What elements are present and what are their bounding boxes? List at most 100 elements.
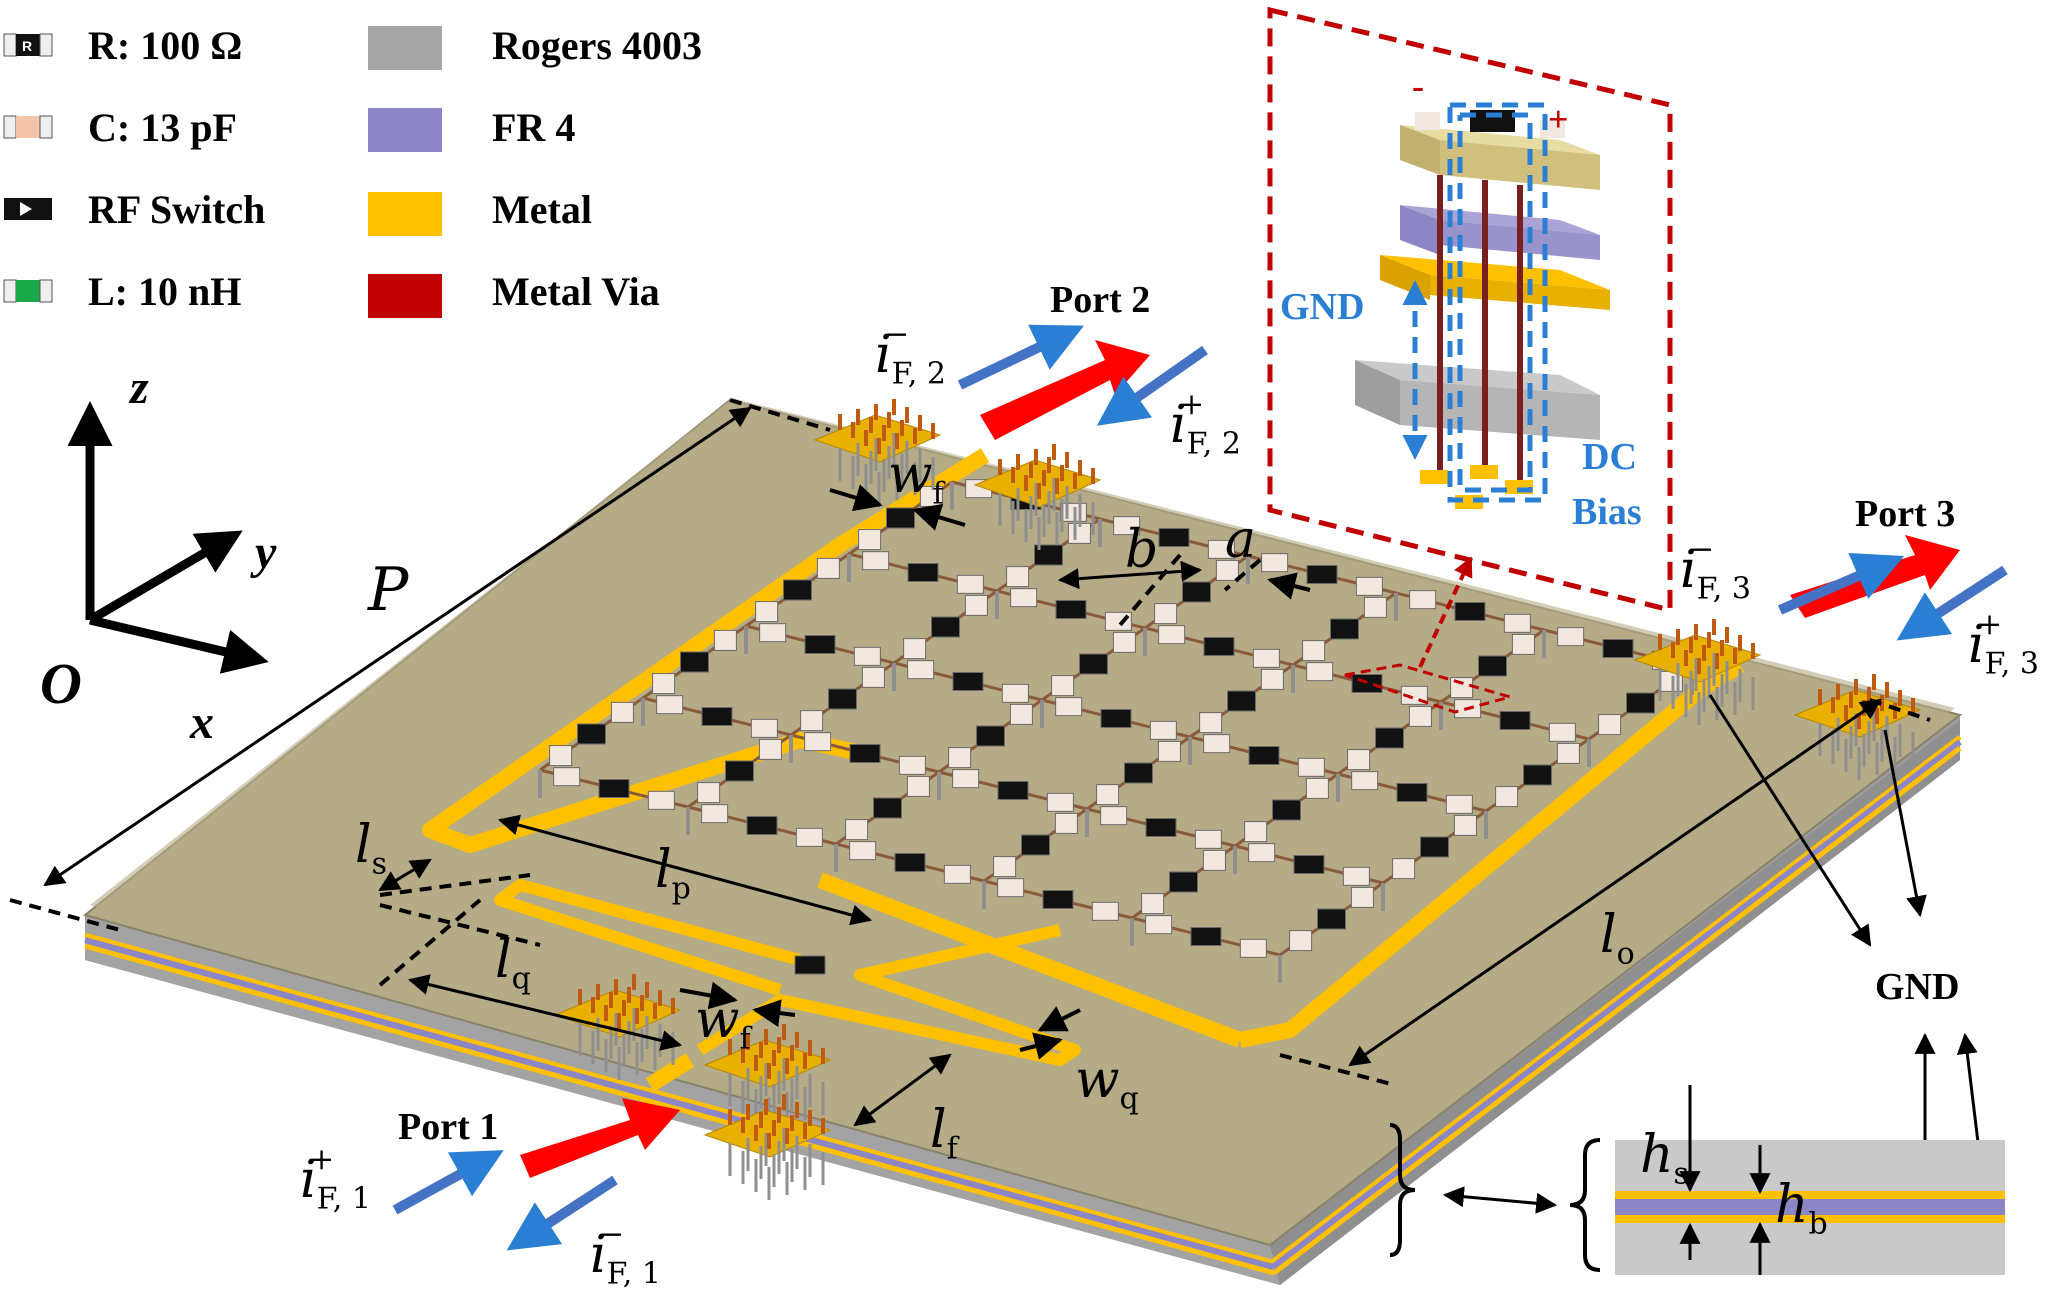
rf-switch-chip: [1317, 908, 1346, 930]
inductor-icon: [3, 279, 53, 303]
capacitor-chip: [1556, 742, 1580, 764]
dim-lp-label: lp: [655, 840, 691, 907]
capacitor-chip: [701, 804, 729, 824]
dim-lo-label: lo: [1600, 905, 1635, 972]
rf-switch-chip: [1055, 600, 1087, 619]
capacitor-chip: [1207, 539, 1235, 559]
rf-switch-chip: [976, 725, 1005, 747]
rf-switch-chip: [907, 563, 939, 582]
capacitor-chip: [804, 732, 832, 752]
capacitor-chip: [849, 841, 877, 861]
rf-switch-chip: [1190, 927, 1222, 946]
legend-label-rogers: Rogers 4003: [492, 23, 702, 68]
rf-switch-chip: [1478, 655, 1507, 677]
inset-bias-label: Bias: [1572, 491, 1642, 533]
rf-switch-chip: [997, 781, 1029, 800]
rf-switch-chip: [577, 723, 606, 745]
port-3-label: Port 3: [1855, 493, 1956, 535]
dim-ls-label: ls: [355, 815, 388, 882]
capacitor-chip: [1104, 611, 1132, 631]
highlight-box: [1344, 663, 1516, 714]
capacitor-chip: [1363, 596, 1387, 618]
capacitor-chip: [1347, 749, 1371, 771]
capacitor-chip: [1260, 668, 1284, 690]
rf-switch-chip: [1330, 618, 1359, 640]
pad-port1-right: [703, 1024, 832, 1130]
rf-switch-chip: [1100, 709, 1132, 728]
capacitor-chip: [1010, 588, 1038, 608]
capacitor-chip: [1392, 858, 1416, 880]
highlight-pointer: [1418, 556, 1473, 668]
capacitor-chip: [1006, 566, 1030, 588]
dim-P-label: P: [368, 555, 409, 625]
capacitor-chip: [1055, 697, 1083, 717]
rf-switch-chip: [1602, 639, 1634, 658]
capacitor-chip: [997, 878, 1025, 898]
capacitor-chip: [1202, 849, 1226, 871]
capacitor-chip: [1203, 734, 1231, 754]
dim-hb-label: hb: [1775, 1175, 1828, 1242]
capacitor-chip: [1511, 633, 1535, 655]
rf-switch-chip: [1293, 855, 1325, 874]
rf-switch-chip: [1420, 836, 1449, 858]
capacitor-chip: [1297, 757, 1325, 777]
rf-switch-chip: [1182, 581, 1211, 603]
rf-switch-chip: [828, 688, 857, 710]
rf-switch-chip: [1021, 834, 1050, 856]
capacitor-chip: [1289, 930, 1313, 952]
current-port2-minus: iF, 2−: [875, 316, 946, 392]
capacitor-chip: [1096, 784, 1120, 806]
capacitor-chip: [1154, 603, 1178, 625]
capacitor-chip: [956, 574, 984, 594]
capacitor-chip: [861, 666, 885, 688]
current-port1-plus: iF, 1+: [300, 1141, 371, 1217]
axis-x-label: x: [190, 696, 214, 749]
capacitor-chip: [1248, 843, 1276, 863]
capacitor-chip: [1302, 640, 1326, 662]
rf-switch-chip: [931, 616, 960, 638]
capacitor-chip: [964, 594, 988, 616]
inset-dc-label: DC: [1582, 436, 1637, 478]
rf-switch-chip: [849, 744, 881, 763]
legend-label-fr4: FR 4: [492, 105, 576, 150]
legend-label-metal: Metal: [492, 187, 592, 232]
rf-switch-chip: [680, 651, 709, 673]
axis-z-label: z: [130, 361, 149, 414]
capacitor-chip: [1059, 502, 1087, 522]
capacitor-chip: [1453, 814, 1477, 836]
capacitor-chip: [907, 660, 935, 680]
current-arrows: [392, 324, 2008, 1251]
capacitor-chip: [898, 755, 926, 775]
capacitor-chip: [549, 745, 573, 767]
capacitor-chip: [1548, 722, 1576, 742]
inset-plus-label: +: [1548, 99, 1569, 139]
capacitor-chip: [1409, 590, 1437, 610]
rf-switch-chip: [952, 672, 984, 691]
rf-switch-chip: [1626, 692, 1655, 714]
rf-switch-chip: [894, 853, 926, 872]
inset-frame: [1267, 6, 1673, 614]
capacitor-chip: [1046, 792, 1074, 812]
dim-a-label: a: [1225, 510, 1257, 570]
port-2-label: Port 2: [1050, 279, 1151, 321]
rf-switch-chip: [873, 797, 902, 819]
capacitor-chip: [759, 623, 787, 643]
capacitor-chip: [1215, 559, 1239, 581]
dim-lf-label: lf: [930, 1100, 958, 1167]
capacitor-chip: [816, 557, 840, 579]
capacitor-chip: [948, 747, 972, 769]
capacitor-chip: [1113, 516, 1141, 536]
capacitor-chip: [1091, 901, 1119, 921]
rf-switch-chip: [1169, 871, 1198, 893]
rf-switch-chip: [1248, 746, 1280, 765]
capacitor-chip: [1158, 625, 1186, 645]
current-port3-minus: iF, 3−: [1680, 531, 1751, 607]
capacitor-chip: [1305, 777, 1329, 799]
inset-stack: [1355, 102, 1610, 509]
capacitor-chip: [800, 710, 824, 732]
rf-switch-chip: [1227, 690, 1256, 712]
dim-b-label: b: [1125, 520, 1159, 580]
rf-switch-icon: [4, 198, 52, 220]
dim-wf-bottom-label: wf: [695, 990, 751, 1057]
